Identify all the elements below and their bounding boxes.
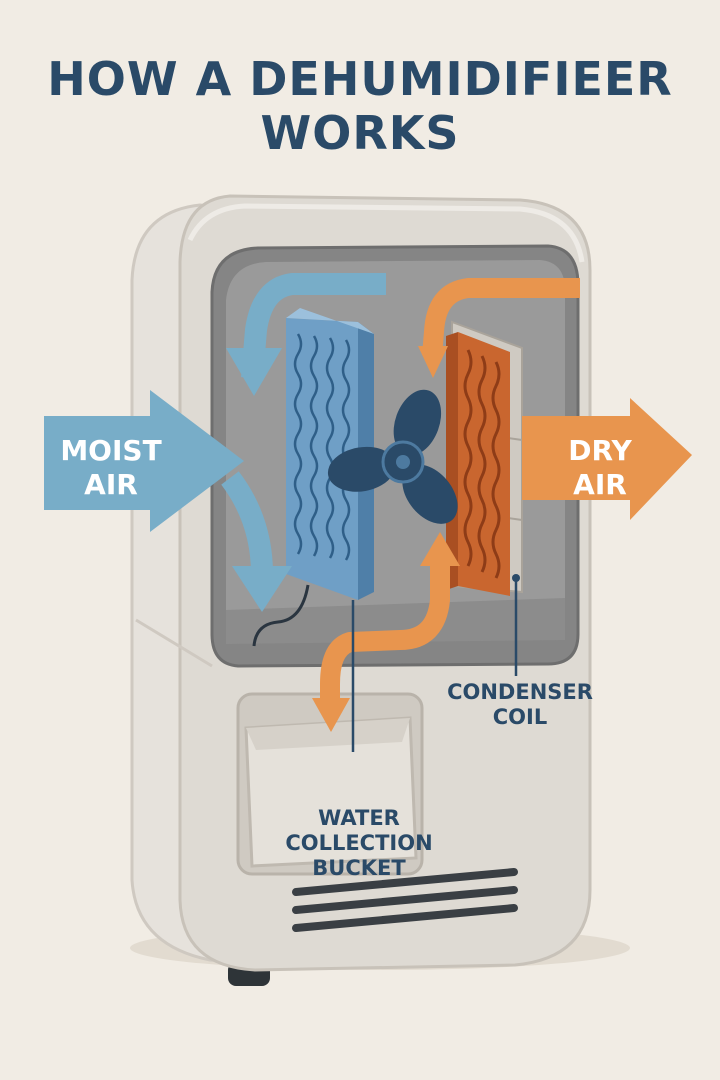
dry-air-flow	[320, 278, 580, 700]
water-bucket-label: WATER COLLECTION BUCKET	[274, 806, 444, 882]
moist-air-label-line-1: MOIST	[60, 434, 162, 467]
page-title: HOW A DEHUMIDIFIEER WORKS	[0, 52, 720, 160]
dry-air-arrowhead-down	[312, 698, 350, 732]
water-collection-bucket	[244, 716, 418, 868]
moist-air-arrowhead-top	[226, 348, 282, 396]
water-bucket-label-line-3: BUCKET	[312, 856, 406, 881]
water-bucket-label-line-2: COLLECTION	[285, 831, 433, 856]
moist-air-label-line-2: AIR	[84, 467, 138, 501]
housing-top-rim	[187, 203, 585, 263]
dry-air-label-line-1: DRY	[568, 434, 632, 467]
dry-air-arrow	[522, 398, 692, 520]
dry-air-arrowhead-top	[418, 346, 448, 378]
dry-air-label: DRY AIR	[548, 434, 652, 501]
condenser-coil-label: CONDENSER COIL	[440, 680, 600, 730]
drip-tube	[252, 584, 310, 647]
moist-air-flow	[221, 273, 386, 575]
interior-floor	[226, 598, 565, 644]
moist-air-arrow	[44, 390, 244, 532]
exhaust-vents	[292, 868, 518, 932]
condenser-coil	[446, 332, 510, 596]
title-line-1: HOW A DEHUMIDIFIEER	[47, 52, 673, 106]
water-bucket-label-line-1: WATER	[318, 806, 400, 830]
fan-icon	[327, 389, 458, 524]
condenser-coil-label-line-2: COIL	[492, 705, 548, 730]
leader-condenser-dot	[512, 574, 520, 582]
panel-seam	[135, 618, 213, 668]
moist-air-arrowhead-bottom	[232, 566, 292, 612]
moist-air-label: MOIST AIR	[52, 434, 170, 501]
bucket-rim	[246, 718, 410, 750]
evaporator-coil	[286, 308, 374, 600]
condenser-coil-label-line-1: CONDENSER	[447, 680, 593, 704]
dry-air-arrowhead-up	[420, 532, 460, 566]
title-line-2: WORKS	[260, 106, 460, 160]
dry-air-label-line-2: AIR	[573, 467, 627, 501]
